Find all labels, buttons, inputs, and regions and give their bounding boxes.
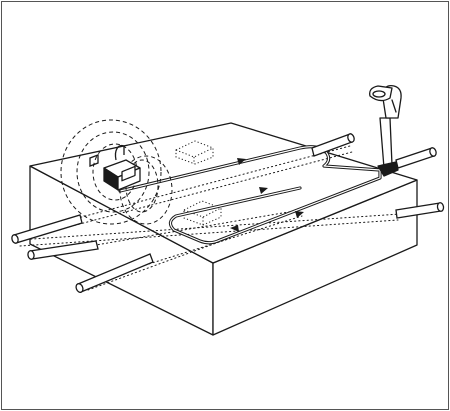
pipe-right-lower [395,202,445,219]
arrow-4 [230,225,239,232]
buried-object-1 [175,140,214,165]
arrow-2 [259,187,268,194]
transmitter-lead [114,144,125,161]
hidden-run-2 [19,219,399,247]
pipe-back-right [311,133,355,157]
locator-display [372,90,386,98]
field-ring-2 [76,131,150,213]
arrow-1 [237,158,246,165]
signal-transmitter [103,144,141,191]
transmitter-display [121,165,136,182]
locator-foot [377,161,399,177]
arrow-3 [295,211,304,218]
hidden-run-5 [31,209,301,257]
buried-objects [175,140,222,226]
field-ring-3 [60,119,162,225]
buried-object-2 [183,200,222,226]
pipe-left-upper [11,214,83,244]
hidden-run-3 [39,145,351,229]
field-ring-5 [119,155,173,225]
pipe-left-lower [75,253,154,293]
hidden-run-4 [41,151,353,235]
cable-direction-arrows [230,158,304,232]
hidden-run-7 [87,237,231,291]
locator-detail [391,99,397,113]
pipe-left-middle [27,240,99,260]
cable-locator-wand [369,84,402,177]
hidden-run-1 [17,213,401,241]
protruding-pipes [11,133,445,293]
